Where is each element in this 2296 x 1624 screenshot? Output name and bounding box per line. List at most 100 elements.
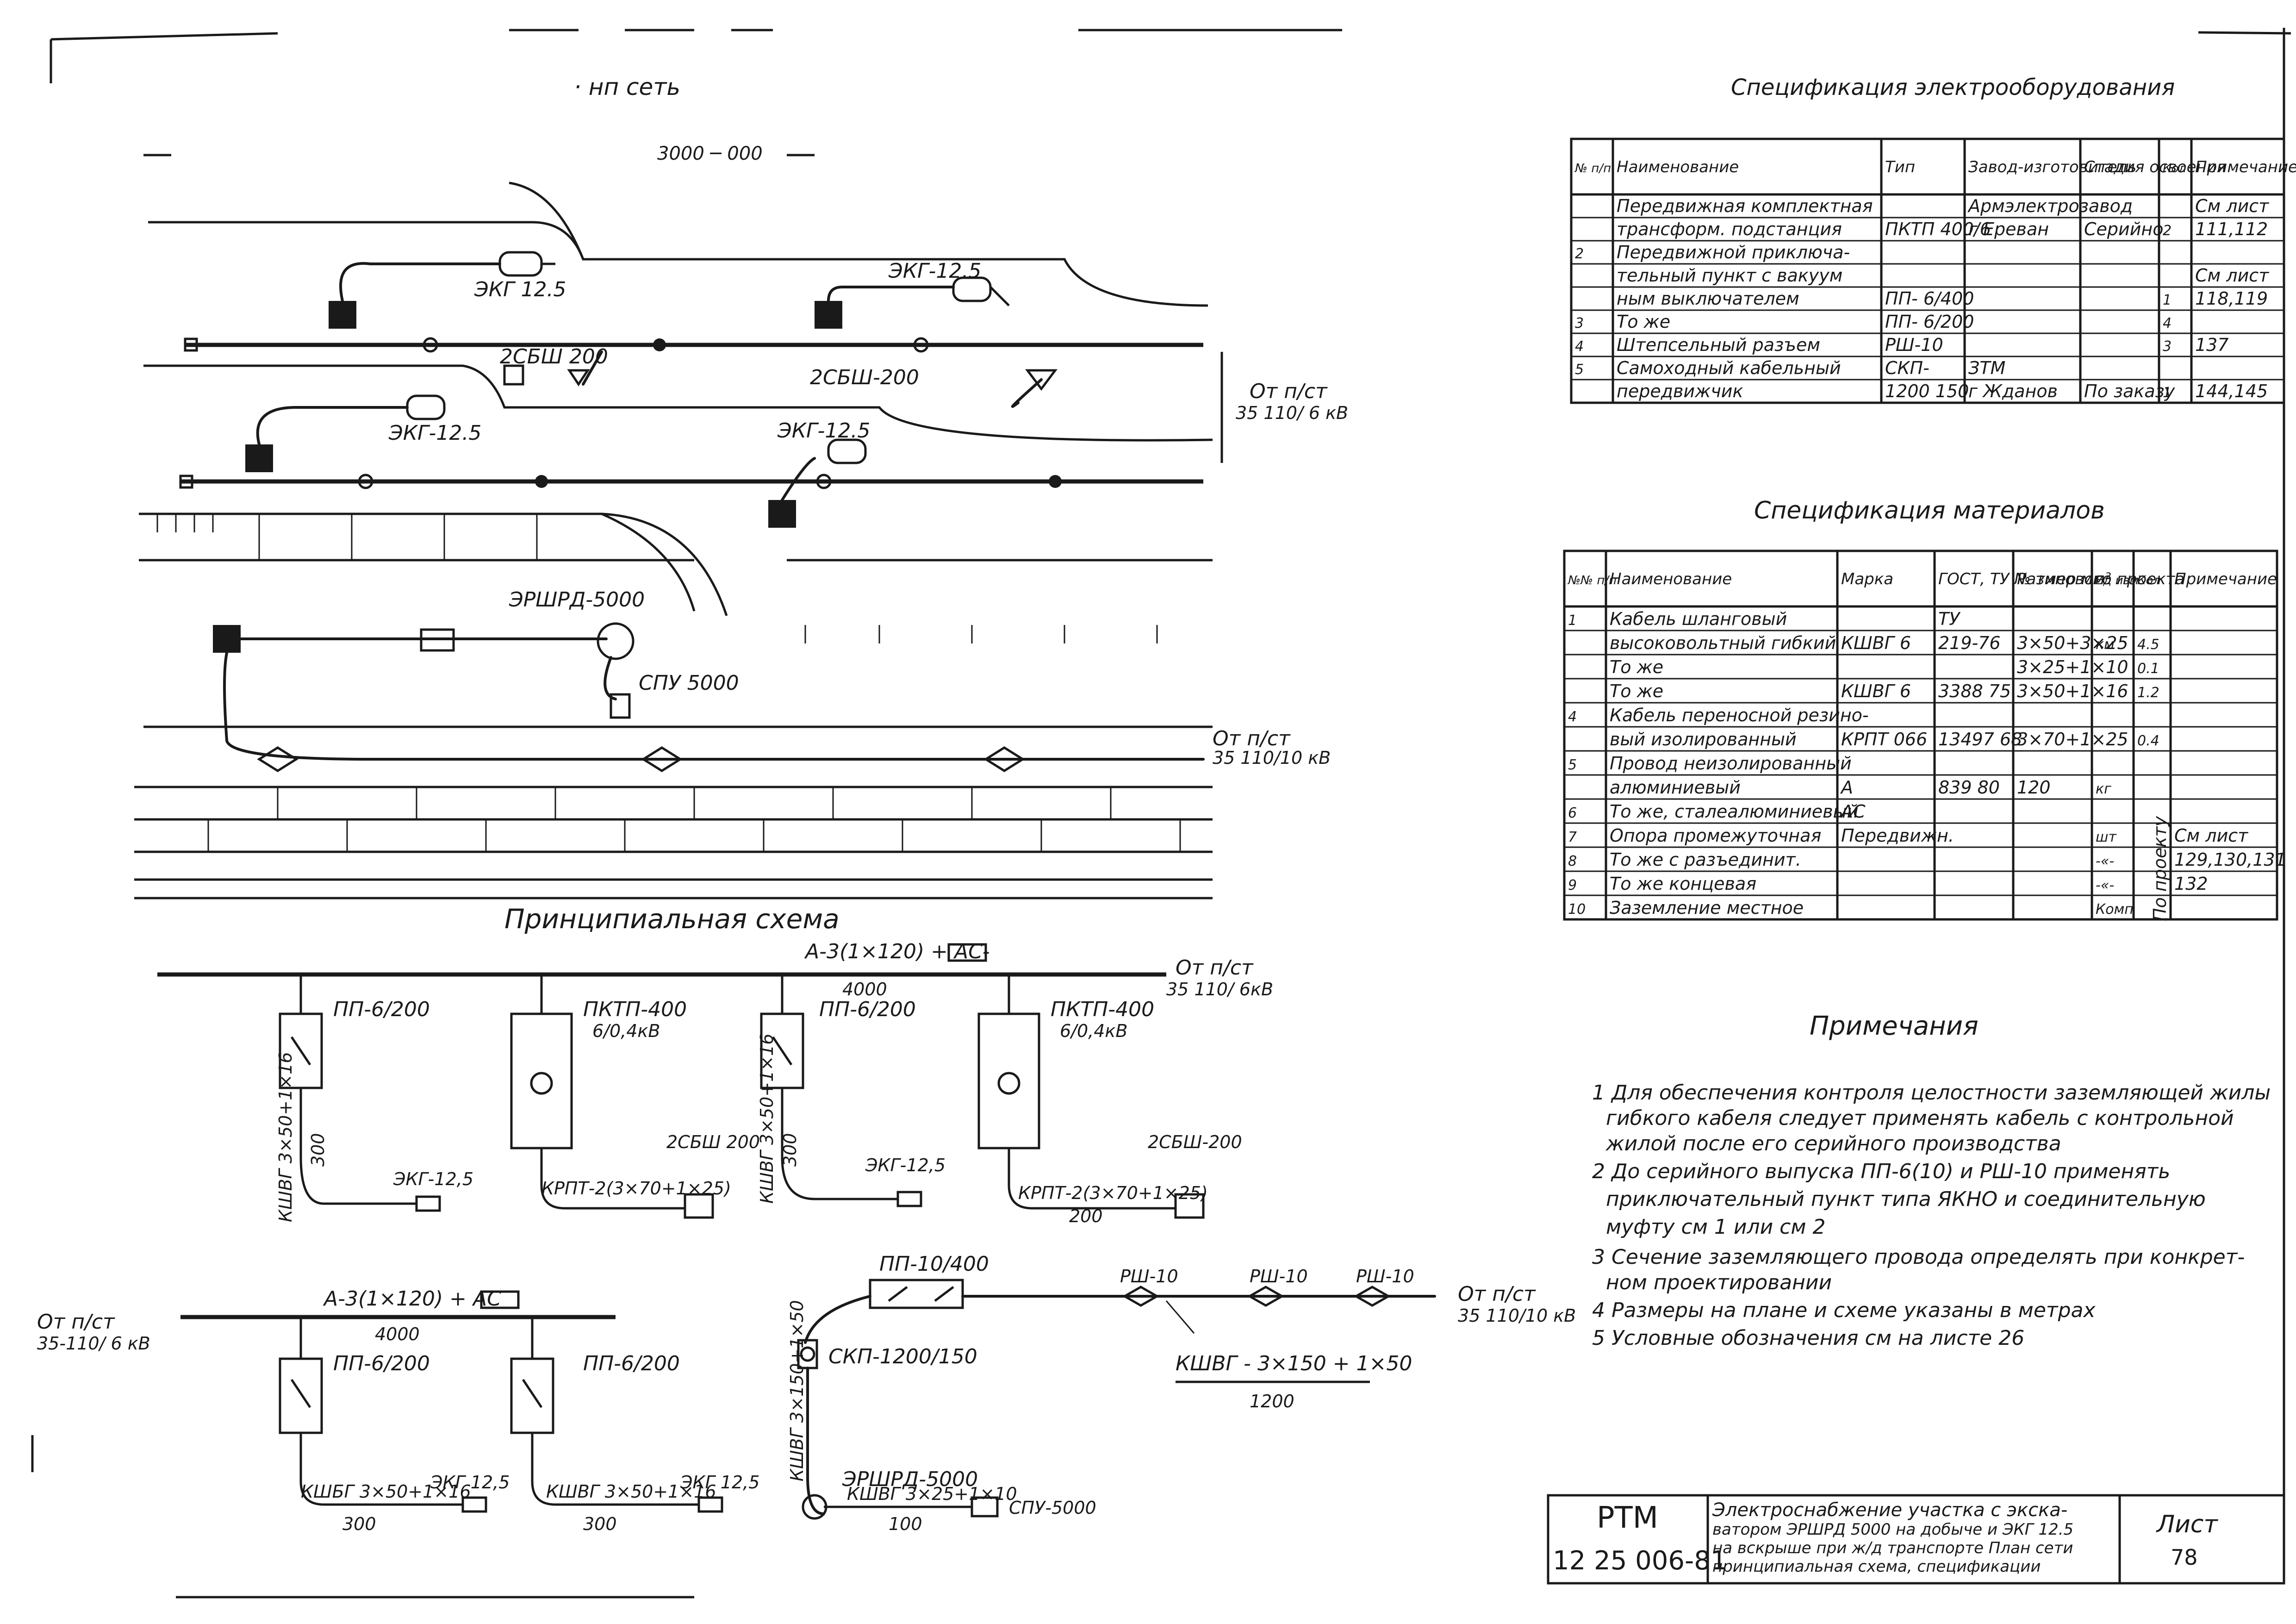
s2-len-h: 100 — [889, 1514, 922, 1534]
s2-len2: 300 — [583, 1514, 617, 1534]
principal-scheme-2: От п/ст 35-110/ 6 кВ А-3(1×120) + АС 400… — [37, 1252, 1576, 1534]
plug-icons — [257, 746, 1025, 772]
network-plan: · нп сеть 3000 ─ 000 — [134, 74, 1348, 899]
note-line-9: 4 Размеры на плане и схеме указаны в мет… — [1592, 1299, 2096, 1322]
eq-cell: То же — [1617, 312, 1670, 332]
note-line-5: приключательный пункт типа ЯКНО и соедин… — [1606, 1187, 2206, 1211]
s2-skp: СКП-1200/150 — [828, 1345, 977, 1368]
eq-cell: ным выключателем — [1617, 288, 1799, 309]
mat-cell: КРПТ 066 — [1841, 729, 1927, 750]
mat-cell: 132 — [2174, 874, 2208, 894]
s1-pktp2: ПКТП-400 6/0,4кВ — [977, 974, 1205, 1219]
mat-cell: АС — [1840, 801, 1866, 822]
eq-cell: 3 — [1575, 315, 1584, 331]
mat-cell: Заземление местное — [1610, 898, 1804, 918]
s1-pktp2-voltage: 6/0,4кВ — [1060, 1021, 1127, 1041]
plan-feed2-a: От п/ст — [1213, 727, 1291, 750]
mat-cell: км — [2096, 637, 2115, 653]
s2-len1: 300 — [342, 1514, 376, 1534]
mat-cell: 0.1 — [2137, 661, 2159, 677]
mat-cell: А — [1840, 777, 1853, 798]
title-block: РТМ 12 25 006-81 Электроснабжение участк… — [1547, 1494, 2285, 1585]
plan-label-ekg1: ЭКГ 12.5 — [474, 278, 566, 301]
s1-pktp1-voltage: 6/0,4кВ — [592, 1021, 660, 1041]
mat-cell: высоковольтный гибкий — [1610, 633, 1836, 653]
mat-cell: вый изолированный — [1610, 729, 1797, 750]
note-line-8: ном проектировании — [1606, 1271, 1832, 1294]
eq-header-1: Наименование — [1617, 158, 1739, 176]
plan-label-sbsh2: 2СБШ-200 — [810, 366, 919, 389]
eq-cell: г Жданов — [1968, 381, 2058, 401]
ekg-icon-4 — [827, 438, 867, 464]
tb-sheet-label: Лист — [2156, 1511, 2218, 1538]
tb-code2: 12 25 006-81 — [1553, 1546, 1727, 1576]
eq-cell: По заказу — [2084, 381, 2175, 401]
eq-cell: 118,119 — [2195, 288, 2268, 309]
mat-header-7: Примечание — [2174, 570, 2277, 588]
note-line-6: муфту см 1 или см 2 — [1606, 1215, 1826, 1239]
eq-cell: Самоходный кабельный — [1617, 358, 1841, 378]
s1-len4: 200 — [1069, 1206, 1103, 1226]
mat-cell: кг — [2096, 781, 2111, 797]
mat-cell: КШВГ 6 — [1841, 633, 1911, 653]
s1-pktp2-label: ПКТП-400 — [1051, 998, 1154, 1021]
mat-cell: 13497 68 — [1938, 729, 2022, 750]
mat-cell: 120 — [2017, 777, 2051, 798]
spec-materials-title: Спецификация материалов — [1754, 497, 2105, 525]
s2-feed2-b: 35 110/10 кВ — [1458, 1305, 1576, 1326]
eq-cell: г Ереван — [1968, 219, 2049, 239]
s1-dist: 4000 — [842, 979, 887, 999]
eq-cell: ПП- 6/200 — [1885, 312, 1974, 332]
eq-cell: Штепсельный разъем — [1617, 335, 1820, 355]
eq-cell: См лист — [2195, 265, 2270, 286]
plan-label-ekg3: ЭКГ-12.5 — [388, 421, 481, 445]
eq-header-6: Примечание — [2195, 158, 2296, 176]
mat-cell: Комп — [2096, 901, 2134, 918]
mat-cell: 1 — [1568, 612, 1577, 629]
mat-cell: -«- — [2096, 853, 2114, 869]
plan-title: · нп сеть — [574, 74, 680, 100]
mat-header-2: Марка — [1841, 570, 1893, 588]
plan-feed1-a: От п/ст — [1250, 380, 1328, 403]
s2-rsh1: РШ-10 — [1120, 1266, 1178, 1287]
tb-desc3: на вскрыше при ж/д транспорте План сети — [1712, 1539, 2073, 1557]
mat-cell: 4.5 — [2137, 637, 2159, 653]
eq-cell: тельный пункт с вакуум — [1617, 265, 1842, 286]
eq-cell: передвижчик — [1617, 381, 1743, 401]
eq-cell: 1200 150 — [1885, 381, 1969, 401]
mat-cell: То же — [1610, 657, 1663, 677]
s2-cab2: КШВГ 3×50+1×16 — [546, 1481, 716, 1502]
sbsh-icon-2 — [1025, 369, 1058, 391]
mat-cell: алюминиевый — [1610, 777, 1741, 798]
mat-cell: КШВГ 6 — [1841, 681, 1911, 701]
eq-cell: 5 — [1575, 362, 1584, 378]
s1-pp2-label: ПП-6/200 — [819, 998, 916, 1021]
notes: Примечания 1 Для обеспечения контроля це… — [1592, 1011, 2271, 1350]
mat-cell: шт — [2096, 829, 2117, 845]
mat-header-1: Наименование — [1610, 570, 1732, 588]
mat-header-0: №№ п/п — [1567, 574, 1617, 587]
eq-cell: 111,112 — [2195, 219, 2268, 239]
s2-rsh2: РШ-10 — [1250, 1266, 1308, 1287]
spec-equipment-title: Спецификация электрооборудования — [1731, 75, 2175, 100]
s1-pktp1-label: ПКТП-400 — [583, 998, 687, 1021]
mat-cell: 1.2 — [2137, 685, 2159, 701]
tb-desc1: Электроснабжение участка с экска- — [1712, 1499, 2067, 1521]
eq-cell: Передвижная комплектная — [1617, 196, 1873, 216]
plan-feed1-b: 35 110/ 6 кВ — [1236, 403, 1348, 423]
s2-cab-v: КШВГ 3×150+1×50 — [787, 1300, 807, 1481]
mat-cell: 129,130,131 — [2174, 849, 2286, 870]
mat-cell: То же, сталеалюминиевый — [1610, 801, 1858, 822]
eq-cell: Армэлектрозавод — [1967, 196, 2133, 216]
s2-pp3: ПП-10/400 — [879, 1252, 989, 1276]
spec-materials-qty-note: По проекту — [2150, 816, 2170, 921]
plan-feed2-b: 35 110/10 кВ — [1213, 748, 1331, 768]
s2-line-label: А-3(1×120) + АС — [323, 1287, 501, 1311]
tb-sheet-no: 78 — [2171, 1545, 2198, 1570]
mat-cell: 3×25+1×10 — [2017, 657, 2128, 677]
mat-cell: 7 — [1568, 829, 1577, 845]
s2-cab-h: КШВГ 3×25+1×10 — [847, 1484, 1017, 1504]
eq-cell: 2 — [2163, 223, 2172, 239]
plan-label-ershrd: ЭРШРД-5000 — [509, 588, 645, 612]
